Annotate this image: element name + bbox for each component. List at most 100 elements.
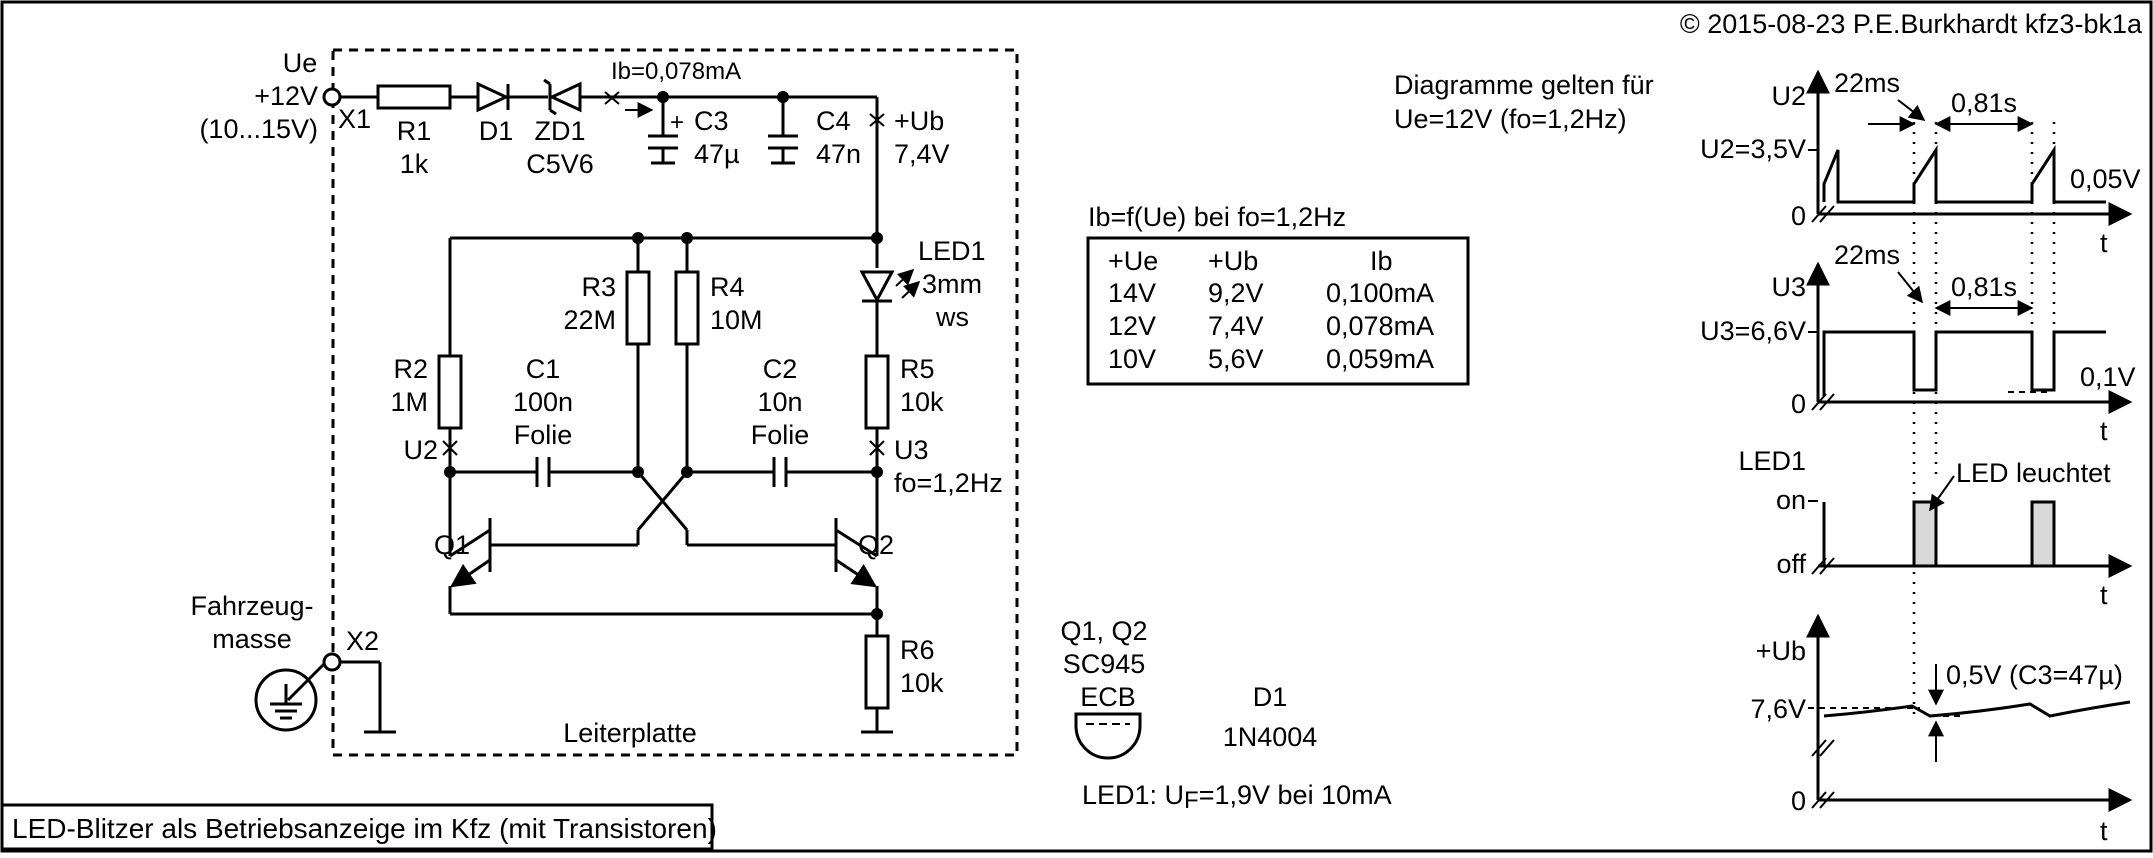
u3-label: U3 bbox=[894, 435, 929, 465]
u2-low: 0,05V bbox=[2070, 164, 2141, 194]
r5-value: 10k bbox=[900, 387, 944, 417]
u3-zero: 0 bbox=[1791, 389, 1806, 419]
diode-d1 bbox=[476, 81, 510, 113]
transistor-names: Q1, Q2 bbox=[1060, 616, 1147, 646]
table-cell: 10V bbox=[1108, 344, 1156, 374]
transistor-info: Q1, Q2 SC945 ECB bbox=[1060, 616, 1148, 760]
led1-color: ws bbox=[935, 302, 969, 332]
r3-name: R3 bbox=[581, 272, 616, 302]
led-pulse-2 bbox=[2030, 500, 2056, 568]
transistor-q2 bbox=[834, 518, 878, 588]
d1-name: D1 bbox=[479, 116, 514, 146]
u3-axis-label: U3 bbox=[1771, 272, 1806, 302]
ib-label: Ib=0,078mA bbox=[611, 58, 741, 85]
table-cell: 14V bbox=[1108, 278, 1156, 308]
c1-type: Folie bbox=[514, 420, 573, 450]
transistor-type: SC945 bbox=[1063, 649, 1146, 679]
input-range: (10...15V) bbox=[199, 114, 318, 144]
c3-name: C3 bbox=[694, 106, 729, 136]
input-name: Ue bbox=[283, 48, 318, 78]
terminal-x2 bbox=[322, 652, 342, 672]
terminal-x2-label: X2 bbox=[346, 626, 379, 656]
r1-value: 1k bbox=[400, 149, 429, 179]
r2-value: 1M bbox=[390, 387, 428, 417]
led-info: LED1: UF=1,9V bei 10mA bbox=[1082, 780, 1392, 814]
c3-polarity: + bbox=[670, 109, 684, 136]
table-header-ib: Ib bbox=[1370, 246, 1393, 276]
resistor-r3 bbox=[625, 270, 651, 346]
table-header-ue: +Ue bbox=[1108, 246, 1158, 276]
led-t: t bbox=[2100, 580, 2108, 610]
title-box bbox=[0, 803, 714, 851]
plot-u2: U2 U2=3,5V 0 t 0,05V 22ms 0,81s bbox=[1700, 68, 2140, 258]
transistor-pinout: ECB bbox=[1080, 682, 1136, 712]
table-cell: 0,100mA bbox=[1326, 278, 1434, 308]
led1-name: LED1 bbox=[918, 236, 986, 266]
ub-t: t bbox=[2100, 816, 2108, 846]
plot-ub: +Ub 7,6V 0 t 0,5V (C3=47µ) bbox=[1750, 613, 2133, 846]
table-cell: 0,078mA bbox=[1326, 311, 1434, 341]
zd1-value: C5V6 bbox=[526, 149, 594, 179]
resistor-r4 bbox=[674, 270, 700, 346]
led-led1 bbox=[859, 268, 921, 304]
table-cell: 9,2V bbox=[1208, 278, 1264, 308]
diode-info-type: 1N4004 bbox=[1223, 722, 1318, 752]
zener-zd1 bbox=[543, 78, 582, 116]
led-on: on bbox=[1776, 485, 1806, 515]
u2-zero: 0 bbox=[1791, 201, 1806, 231]
fo-label: fo=1,2Hz bbox=[894, 468, 1003, 498]
plot-led1: LED1 on off t LED leuchtet bbox=[1738, 446, 2133, 610]
ub-dip: 0,5V (C3=47µ) bbox=[1946, 660, 2123, 690]
table-cell: 7,4V bbox=[1208, 311, 1264, 341]
r5-name: R5 bbox=[900, 354, 935, 384]
resistor-r2 bbox=[437, 354, 463, 430]
copyright: © 2015-08-23 P.E.Burkhardt kfz3-bk1a bbox=[1680, 9, 2143, 39]
plot-u3: U3 U3=6,6V 0 t 0,1V 22ms 0,81s bbox=[1700, 240, 2135, 446]
r3-value: 22M bbox=[563, 305, 616, 335]
c1-value: 100n bbox=[513, 387, 573, 417]
led-note: LED leuchtet bbox=[1956, 458, 2111, 488]
q2-label: Q2 bbox=[858, 530, 894, 560]
diode-info-name: D1 bbox=[1253, 682, 1288, 712]
c4-name: C4 bbox=[816, 106, 851, 136]
ub-axis-label: +Ub bbox=[1756, 636, 1806, 666]
q1-label: Q1 bbox=[434, 530, 470, 560]
ub-level: 7,6V bbox=[1750, 694, 1806, 724]
ub-zero: 0 bbox=[1791, 786, 1806, 816]
table-cell: 5,6V bbox=[1208, 344, 1264, 374]
ground-label-1: Fahrzeug- bbox=[190, 591, 313, 621]
led1-size: 3mm bbox=[922, 269, 982, 299]
transistor-q1 bbox=[449, 518, 492, 588]
u2-label: U2 bbox=[403, 435, 438, 465]
page-title: LED-Blitzer als Betriebsanzeige im Kfz (… bbox=[12, 813, 717, 844]
circuit-board-outline bbox=[331, 48, 1019, 757]
table-cell: 0,059mA bbox=[1326, 344, 1434, 374]
ub-name: +Ub bbox=[894, 106, 944, 136]
table-title: Ib=f(Ue) bei fo=1,2Hz bbox=[1088, 202, 1346, 232]
resistor-r5 bbox=[864, 354, 890, 430]
c1-name: C1 bbox=[526, 354, 561, 384]
c2-name: C2 bbox=[763, 354, 798, 384]
r1-name: R1 bbox=[397, 116, 432, 146]
r4-value: 10M bbox=[710, 305, 763, 335]
terminal-x1-label: X1 bbox=[338, 104, 371, 134]
ground-label-2: masse bbox=[212, 624, 292, 654]
zd1-name: ZD1 bbox=[534, 116, 585, 146]
c4-value: 47n bbox=[816, 139, 861, 169]
u3-low: 0,1V bbox=[2080, 362, 2136, 392]
r2-name: R2 bbox=[393, 354, 428, 384]
u2-t: t bbox=[2100, 228, 2108, 258]
timing-diagrams: U2 U2=3,5V 0 t 0,05V 22ms 0,81s U3 U3=6,… bbox=[1700, 68, 2140, 846]
ub-value: 7,4V bbox=[894, 139, 950, 169]
c2-value: 10n bbox=[757, 387, 802, 417]
led-off: off bbox=[1776, 549, 1806, 579]
u3-level: U3=6,6V bbox=[1700, 316, 1806, 346]
u3-period: 0,81s bbox=[1951, 272, 2017, 302]
ib-table: Ib=f(Ue) bei fo=1,2Hz +Ue +Ub Ib 14V 9,2… bbox=[1086, 202, 1470, 386]
diagram-note-1: Diagramme gelten für bbox=[1394, 70, 1654, 100]
resistor-r6 bbox=[864, 634, 890, 710]
table-header-ub: +Ub bbox=[1208, 246, 1258, 276]
